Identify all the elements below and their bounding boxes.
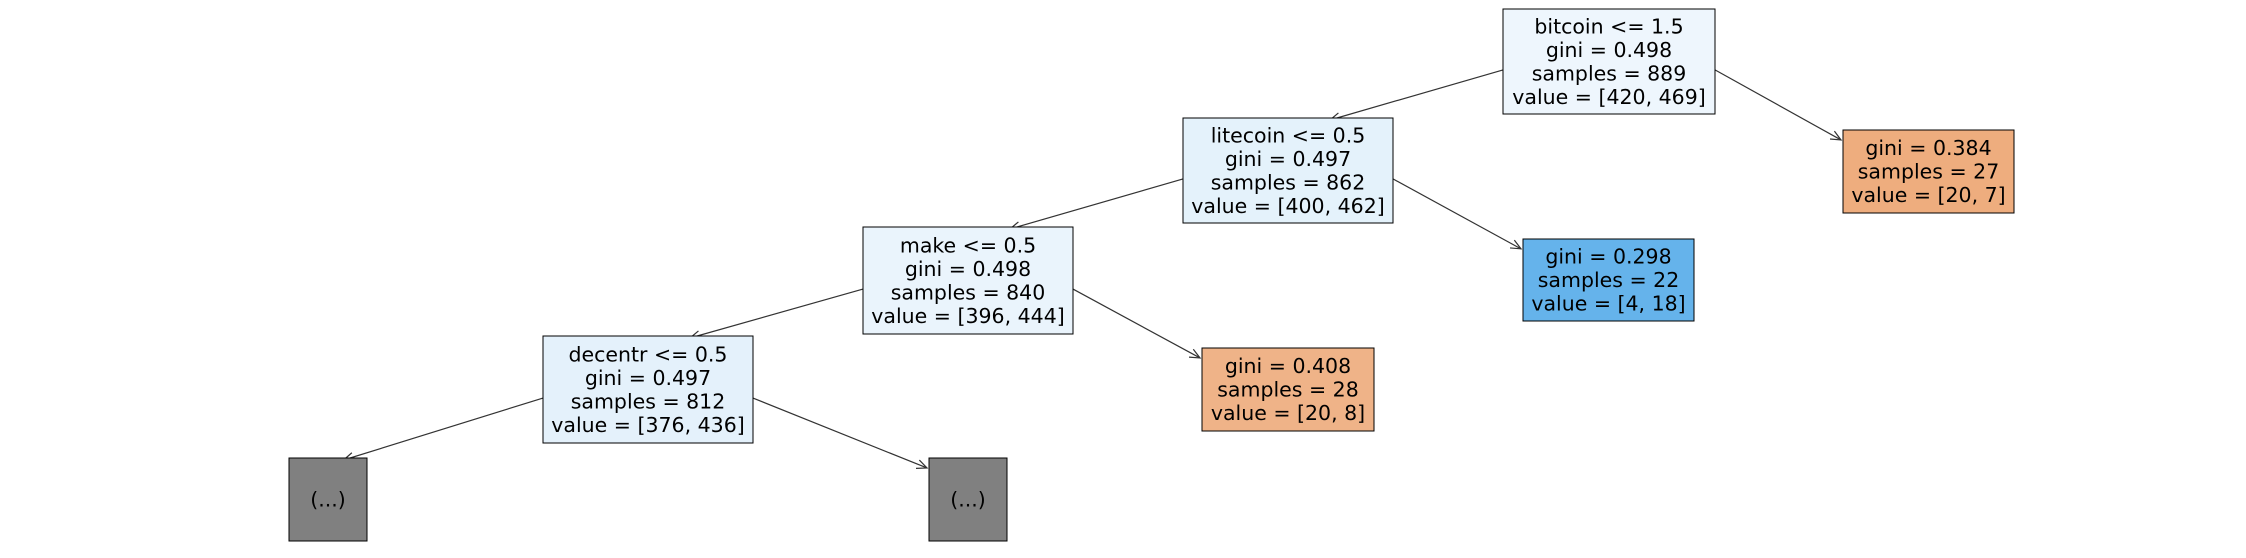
- node-text-line: decentr <= 0.5: [569, 342, 728, 366]
- node-text-line: gini = 0.298: [1545, 245, 1671, 269]
- node-text-line: gini = 0.498: [905, 257, 1031, 281]
- node-box: [542, 335, 754, 444]
- node-text-line: (...): [310, 488, 346, 512]
- node-text-line: litecoin <= 0.5: [1211, 123, 1366, 147]
- node-text-line: value = [4, 18]: [1531, 292, 1685, 316]
- node-box: [1182, 117, 1394, 224]
- node-box: [1522, 238, 1695, 322]
- node-text-line: value = [376, 436]: [551, 413, 745, 437]
- arrowhead-icon: [915, 459, 929, 469]
- tree-edge-n3-n5: [689, 288, 864, 339]
- node-text-line: samples = 28: [1217, 378, 1359, 402]
- node-text-line: gini = 0.497: [1225, 147, 1351, 171]
- node-text-line: make <= 0.5: [900, 233, 1036, 257]
- node-text-line: gini = 0.408: [1225, 354, 1351, 378]
- node-text-line: samples = 22: [1538, 268, 1680, 292]
- tree-edge-n1-n3: [1009, 178, 1184, 230]
- node-text-line: samples = 27: [1858, 160, 2000, 184]
- arrowhead-icon: [1829, 130, 1843, 141]
- node-text-line: samples = 812: [571, 389, 726, 413]
- node-text-line: value = [20, 8]: [1211, 401, 1365, 425]
- tree-edge-n0-n1: [1329, 69, 1504, 121]
- node-box: [862, 226, 1074, 335]
- collapsed-node: (...): [928, 457, 1008, 542]
- node-text-line: samples = 889: [1532, 61, 1687, 85]
- tree-edge-n0-n2: [1714, 69, 1842, 141]
- node-text-line: samples = 840: [891, 280, 1046, 304]
- node-text-line: samples = 862: [1211, 170, 1366, 194]
- node-box: [928, 457, 1008, 542]
- node-text-line: value = [420, 469]: [1512, 85, 1706, 109]
- node-box: [288, 457, 368, 542]
- node-text-line: value = [396, 444]: [871, 304, 1065, 328]
- node-text-line: bitcoin <= 1.5: [1534, 14, 1683, 38]
- node-box: [1842, 129, 2015, 214]
- tree-edge-n5-n8: [752, 397, 928, 469]
- node-box: [1502, 8, 1716, 115]
- node-text-line: value = [20, 7]: [1851, 183, 2005, 207]
- node-text-line: (...): [950, 488, 986, 512]
- tree-edge-n5-n7: [343, 397, 544, 461]
- tree-edge-n1-n4: [1392, 178, 1522, 250]
- arrowhead-icon: [1509, 239, 1523, 250]
- node-text-line: gini = 0.498: [1546, 38, 1672, 62]
- arrowhead-icon: [1188, 348, 1202, 359]
- node-text-line: value = [400, 462]: [1191, 194, 1385, 218]
- node-box: [1201, 347, 1375, 432]
- node-text-line: gini = 0.497: [585, 366, 711, 390]
- node-text-line: gini = 0.384: [1865, 136, 1991, 160]
- collapsed-node: (...): [288, 457, 368, 542]
- tree-edge-n3-n6: [1072, 288, 1201, 359]
